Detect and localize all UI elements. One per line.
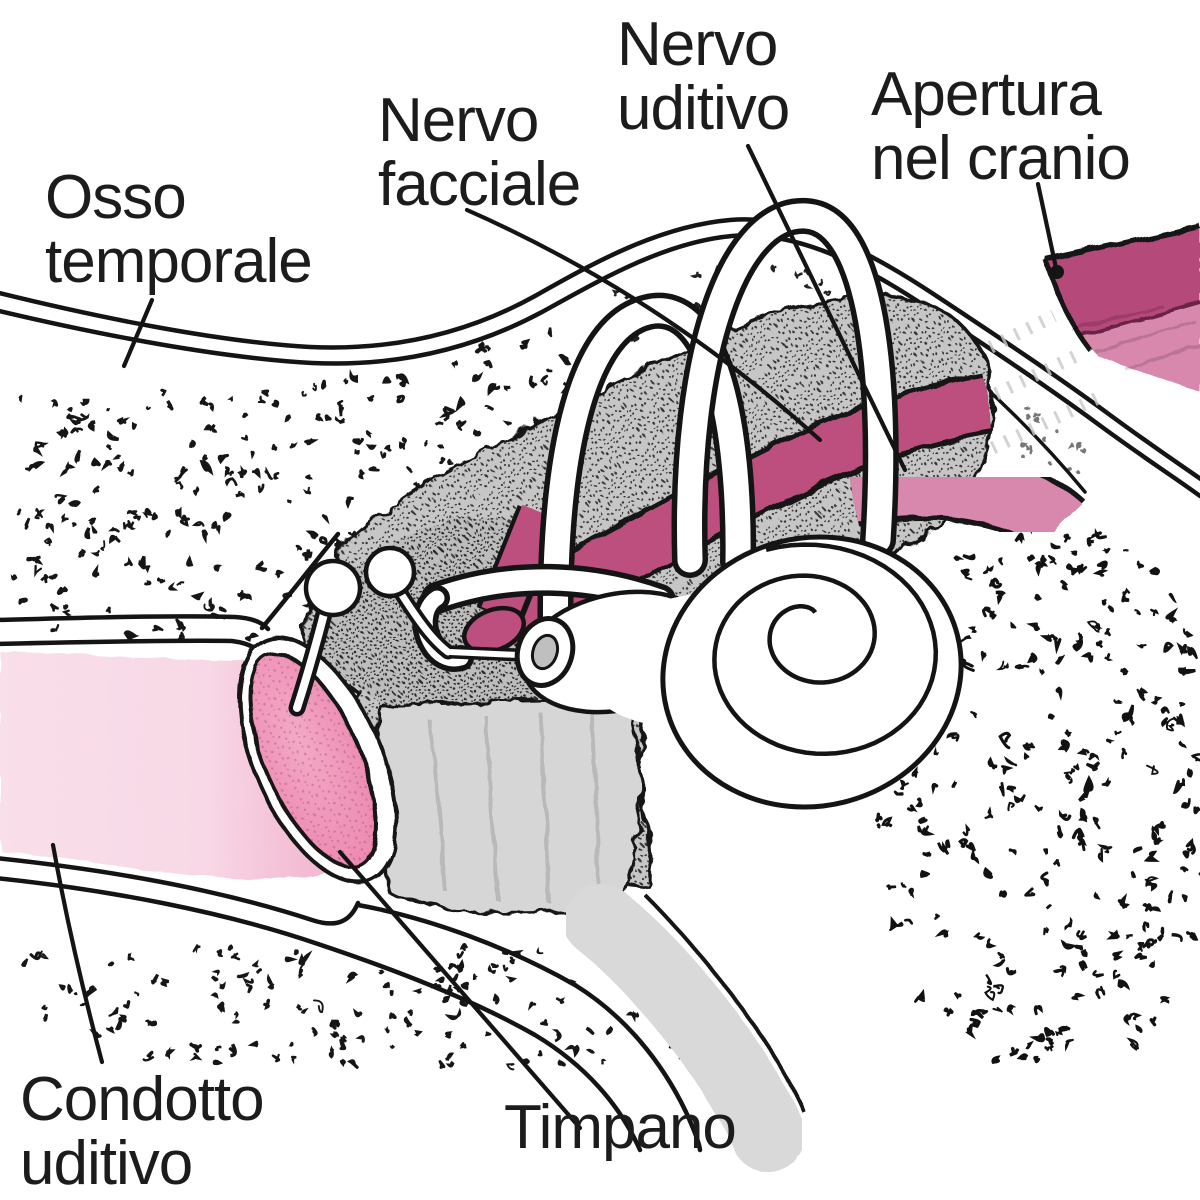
ear-canal: [0, 531, 703, 1153]
canal-bottom-wall-inner: [0, 876, 643, 1153]
label-condotto-uditivo: Condotto uditivo: [20, 1065, 265, 1198]
leader-condotto-uditivo: [50, 842, 105, 1065]
eustachian-tube-right-line: [643, 893, 806, 1113]
nerve-ghost-hatch: [937, 310, 1105, 460]
label-nervo-uditivo: Nervo uditivo: [617, 10, 790, 143]
semicircular-canals: [412, 198, 899, 672]
incus-body: [363, 545, 417, 599]
leader-apertura: [1035, 181, 1059, 271]
ossicles: [288, 545, 576, 717]
leader-lines: [50, 143, 1064, 1131]
malleus-head: [303, 558, 363, 618]
leader-osso-temporale: [121, 297, 155, 369]
tympanic-cavity: [374, 698, 643, 915]
label-osso-temporale: Osso temporale: [45, 163, 313, 296]
skull-outer-line: [0, 217, 1200, 482]
leader-nervo-facciale: [464, 207, 823, 443]
label-timpano: Timpano: [504, 1093, 737, 1162]
eardrum: [237, 635, 399, 885]
inner-ear: [412, 198, 964, 810]
canal-top-wall-outer: [0, 614, 271, 632]
skull-opening-wedge: [1043, 223, 1200, 392]
leader-timpano: [337, 849, 583, 1131]
attic-branch-line: [259, 531, 341, 631]
label-nervo-facciale: Nervo facciale: [378, 86, 581, 219]
canal-bottom-wall-outer: [0, 856, 361, 926]
eustachian-tube-shade: [563, 883, 805, 1172]
leader-nervo-uditivo: [745, 143, 908, 473]
stapes-hole: [530, 633, 560, 671]
skull-inner-line: [0, 233, 1200, 499]
cochlea-spiral: [712, 542, 939, 757]
label-apertura-nel-cranio: Apertura nel cranio: [871, 60, 1131, 193]
cochlea: [660, 534, 964, 810]
